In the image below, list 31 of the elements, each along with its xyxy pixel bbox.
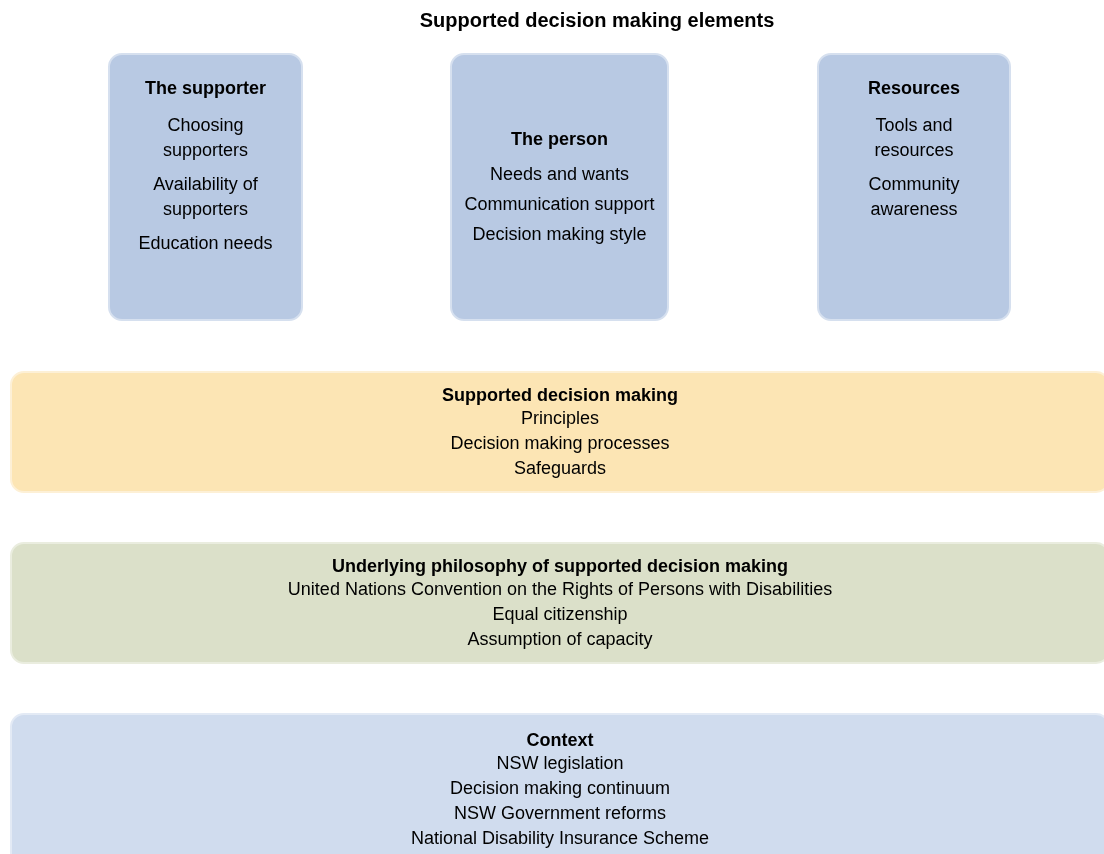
box-item: Assumption of capacity (467, 627, 653, 651)
box-item: Needs and wants (489, 162, 630, 186)
box-item: Choosing supporters (161, 114, 249, 162)
box-item: Decision making continuum (449, 777, 671, 800)
box-item: Equal citizenship (492, 602, 628, 626)
box-heading: Supported decision making (442, 383, 678, 406)
rounded-box (450, 53, 669, 321)
box-heading: Resources (867, 77, 961, 99)
rounded-box (10, 542, 1104, 664)
rounded-box (108, 53, 303, 321)
rounded-box (10, 371, 1104, 493)
box-item: NSW legislation (496, 752, 624, 775)
box-item: Communication support (464, 192, 655, 216)
rounded-box (817, 53, 1011, 321)
box-item: National Disability Insurance Scheme (410, 827, 710, 850)
box-item: Tools and resources (873, 114, 955, 162)
diagram-title: Supported decision making elements (418, 9, 776, 32)
box-heading: Context (526, 729, 594, 751)
rounded-box (10, 713, 1104, 854)
box-heading: Underlying philosophy of supported decision making (332, 554, 788, 577)
box-heading: The supporter (145, 77, 266, 99)
box-item: Decision making style (472, 222, 647, 246)
box-item: Decision making processes (450, 431, 670, 455)
box-item: NSW Government reforms (453, 802, 666, 825)
box-heading: The person (511, 127, 608, 150)
box-item: Safeguards (513, 456, 607, 480)
box-item: Availability of supporters (152, 173, 259, 221)
box-item: Principles (521, 406, 599, 430)
box-item: Community awareness (867, 173, 961, 221)
box-item: Education needs (138, 232, 273, 255)
box-item: United Nations Convention on the Rights of Persons with Disabilities (287, 577, 833, 601)
